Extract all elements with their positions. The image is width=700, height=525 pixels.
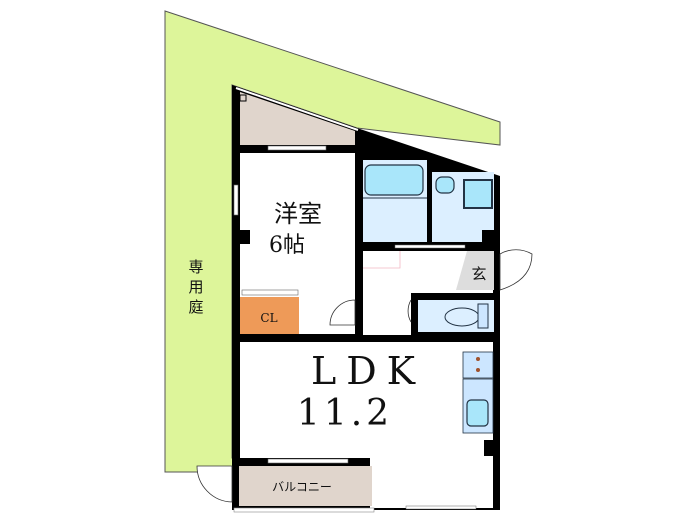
balcony-label: バルコニー	[272, 480, 332, 494]
bathtub-icon	[364, 164, 424, 196]
garden-door[interactable]	[196, 465, 233, 503]
western-room	[240, 153, 355, 283]
washing-machine-icon	[463, 179, 493, 209]
window	[233, 184, 239, 216]
western-room-size: 6帖	[269, 233, 305, 258]
sink-icon	[466, 399, 489, 427]
pillar-icon	[239, 94, 247, 102]
window	[267, 145, 327, 151]
washbasin-icon	[435, 176, 455, 194]
upper-railing	[235, 87, 359, 131]
entrance-label: 玄	[471, 265, 486, 283]
garden-label-1: 専	[188, 258, 203, 276]
kitchen-stove	[462, 351, 494, 379]
front-door[interactable]	[499, 249, 533, 291]
ldk-name: LDK	[311, 349, 425, 393]
closet-label: CL	[260, 311, 277, 325]
toilet-icon	[444, 307, 480, 327]
closet	[240, 297, 299, 334]
garden-label-2: 用	[188, 278, 203, 296]
balcony	[239, 466, 372, 506]
door-western-room[interactable]	[329, 299, 356, 326]
ldk-size: 11.2	[297, 393, 393, 434]
upper-balcony	[240, 92, 355, 145]
western-room-name: 洋室	[274, 200, 322, 228]
garden-label-3: 庭	[188, 298, 203, 316]
toilet-door[interactable]	[407, 299, 412, 323]
entrance	[456, 251, 494, 290]
